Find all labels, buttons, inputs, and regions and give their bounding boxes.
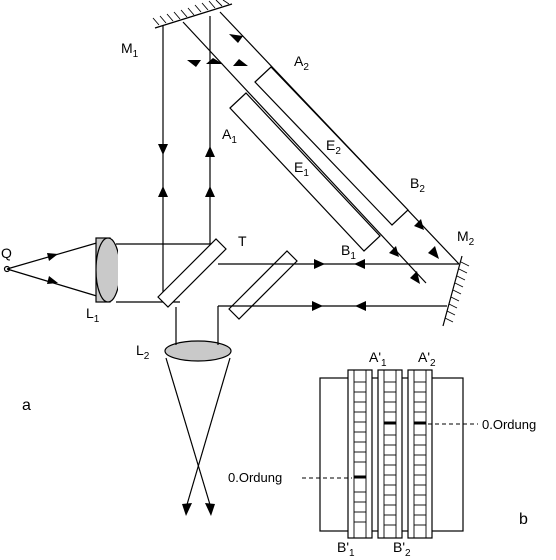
compensator-plate [228,250,298,320]
label-m2: M2 [457,228,475,248]
label-b2: B2 [410,175,425,195]
lens-l2 [164,340,232,362]
fringes-left [354,381,366,523]
label-a1: A1 [222,126,237,146]
beams-to-m2 [218,259,459,311]
label-a2-prime: A'2 [418,349,436,369]
lens-l1 [95,237,118,303]
label-ordung-right: 0.Ordung [482,417,536,432]
label-a1-prime: A'1 [369,349,387,369]
tube-e2 [254,66,409,226]
label-b1-prime: B'1 [337,539,355,559]
label-panel-b: b [519,511,528,528]
label-panel-a: a [22,397,31,414]
beam-splitter-t [157,238,227,308]
label-a2: A2 [294,53,309,73]
label-l2: L2 [136,342,150,362]
beam-source-rays [6,241,218,303]
label-b1: B1 [341,242,356,262]
fringes-mid [384,381,396,526]
mirror-m2 [442,255,470,327]
fringes-right [414,381,426,526]
label-e1: E1 [294,159,309,179]
label-ordung-left: 0.Ordung [228,470,282,485]
label-l1: L1 [86,305,100,325]
labels: Q L1 L2 T M1 M2 A1 A2 B1 B2 E1 E2 A'1 A'… [1,40,536,559]
label-t: T [238,233,247,249]
label-e2: E2 [326,137,341,157]
label-q: Q [1,245,12,261]
beams-output [165,306,231,516]
label-m1: M1 [121,40,139,60]
tube-e1 [229,92,381,252]
mirror-m1 [152,0,233,29]
beams-to-m1 [158,16,215,292]
label-b2-prime: B'2 [393,539,411,559]
fringe-panel [302,369,478,539]
